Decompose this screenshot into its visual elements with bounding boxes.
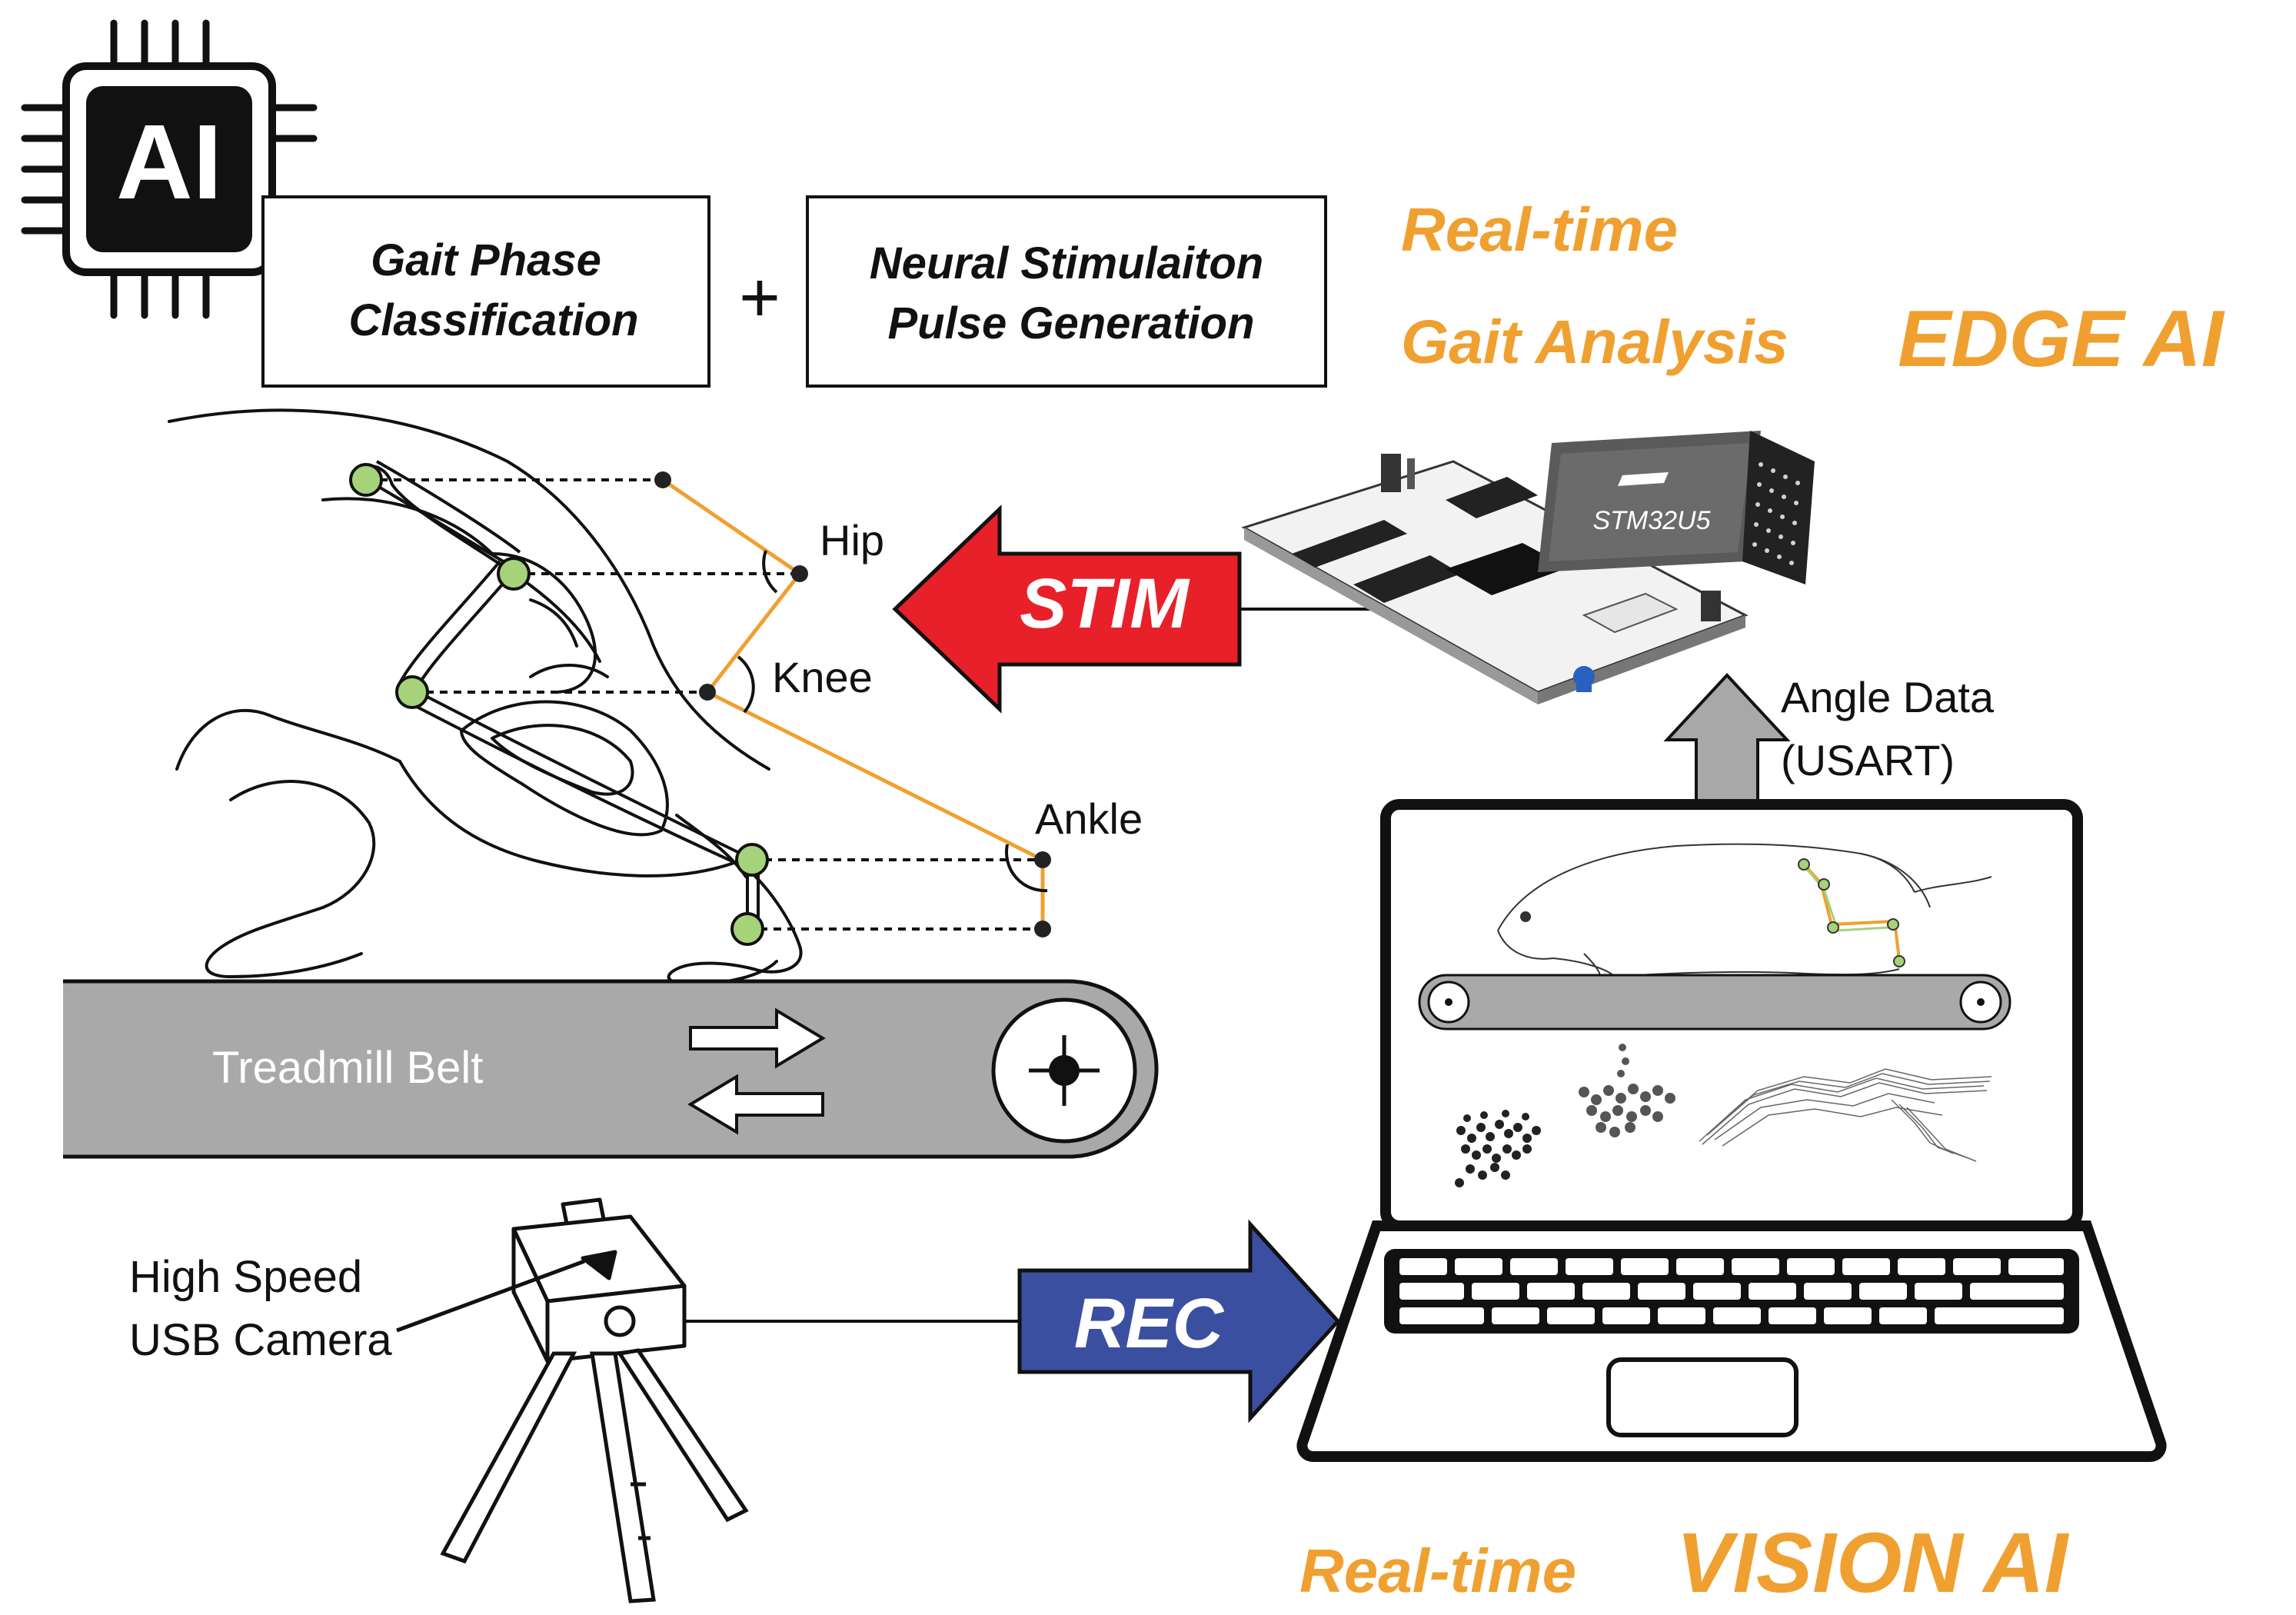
hip-reference-lines [366, 478, 1043, 931]
angle-data-line1: Angle Data [1781, 673, 1995, 721]
angle-points [654, 471, 1051, 937]
touchpad [1606, 1357, 1799, 1437]
screen-skeleton [1798, 858, 1905, 967]
hip-label: Hip [820, 516, 884, 564]
screen-treadmill [1418, 974, 2011, 1031]
stm32-board [1241, 454, 1749, 704]
gait-phase-line1: Gait Phase [371, 235, 601, 285]
gait-phase-line2: Classification [348, 295, 638, 345]
rec-arrow: REC [1017, 1219, 1341, 1424]
laptop [1296, 799, 2167, 1462]
ankle-label: Ankle [1035, 794, 1143, 843]
neural-stim-box: Neural Stimulaiton Pulse Generation [806, 195, 1327, 388]
belt-direction-icon [687, 1007, 826, 1135]
screen-rat [1497, 843, 1992, 984]
angle-data-line2: (USART) [1781, 736, 1955, 784]
screen-scatter-2 [1579, 1044, 1675, 1137]
vision-ai-title: Real-time VISION AI [1299, 1516, 2070, 1610]
camera-label-line2: USB Camera [129, 1315, 392, 1365]
ai-chip-label: AI [116, 103, 222, 221]
vision-ai-title-emphasis: VISION AI [1676, 1516, 2070, 1610]
ai-chip-icon: AI [21, 19, 318, 319]
screen-trajectory [1699, 1068, 1992, 1162]
camera-icon [511, 1197, 687, 1364]
stm32u5-chip: STM32U5 [1538, 431, 1815, 584]
edge-ai-title-prefix: Gait Analysis [1401, 308, 1789, 376]
treadmill-label: Treadmill Belt [212, 1043, 483, 1093]
plus-sign: + [739, 258, 780, 337]
edge-ai-title-line1: Real-time [1401, 195, 1678, 264]
stim-label: STIM [1020, 564, 1190, 643]
stim-arrow: STIM [892, 504, 1242, 714]
pulley-crosshair-icon [1029, 1035, 1100, 1106]
camera-label-line1: High Speed [129, 1252, 362, 1302]
rat-illustration [168, 408, 803, 986]
camera-pointer [396, 1259, 585, 1333]
knee-label: Knee [772, 653, 873, 701]
screen-scatter-1 [1455, 1110, 1541, 1187]
stm32u5-label: STM32U5 [1592, 506, 1710, 535]
rec-label: REC [1074, 1284, 1225, 1363]
vision-ai-title-prefix: Real-time [1299, 1537, 1576, 1605]
angle-arcs [737, 550, 1048, 893]
joint-markers [349, 463, 769, 946]
edge-ai-title-emphasis: EDGE AI [1898, 295, 2225, 384]
tripod-icon [440, 1348, 749, 1603]
treadmill: Treadmill Belt [63, 979, 1159, 1159]
neural-stim-line1: Neural Stimulaiton [870, 238, 1263, 288]
gait-phase-box: Gait Phase Classification [261, 195, 710, 388]
edge-ai-title: Real-time Gait Analysis EDGE AI [1401, 195, 2225, 384]
neural-stim-line2: Pulse Generation [887, 298, 1254, 348]
